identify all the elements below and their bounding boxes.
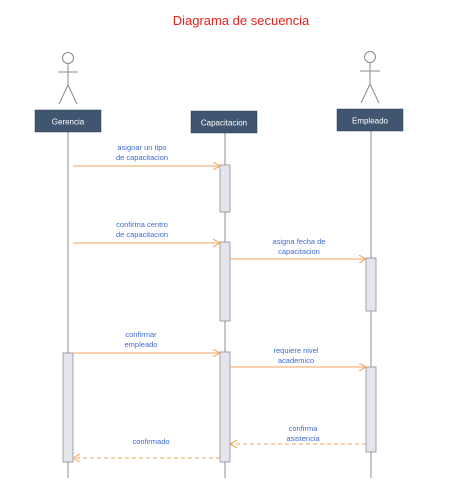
- message-label: de capacitacion: [116, 230, 168, 239]
- message-label: asigna fecha de: [273, 237, 326, 246]
- message-label: empleado: [125, 340, 158, 349]
- diagram-title: Diagrama de secuencia: [173, 13, 310, 28]
- activation-bars: [62, 164, 377, 463]
- activation-bar-capacitacion: [219, 351, 231, 463]
- message-label: confirma: [289, 424, 319, 433]
- message-label: academico: [278, 356, 314, 365]
- participant-label: Empleado: [352, 117, 389, 126]
- message-label: de capacitacion: [116, 153, 168, 162]
- message-label: asistencia: [286, 434, 320, 443]
- participant-label: Gerencia: [52, 118, 85, 127]
- message-label: requiere nivel: [273, 346, 318, 355]
- message-7: confirmado: [73, 437, 220, 458]
- participant-box: [336, 108, 404, 132]
- participant-box: [190, 110, 258, 134]
- actor-icon: [360, 51, 380, 104]
- message-label: asignar un tipo: [117, 143, 166, 152]
- message-label: confirmar: [125, 330, 157, 339]
- message-label: confirmado: [132, 437, 169, 446]
- message-label: capacitacion: [278, 247, 320, 256]
- activation-bar-empleado: [365, 366, 377, 453]
- activation-bar-gerencia: [62, 352, 74, 463]
- activation-bar-capacitacion: [219, 241, 231, 322]
- message-label: confirma centro: [116, 220, 168, 229]
- participants: Gerencia Capacitacion Empleado: [34, 51, 404, 478]
- activation-bar-capacitacion: [219, 164, 231, 213]
- actor-icon: [58, 52, 78, 105]
- activation-bar-empleado: [365, 257, 377, 312]
- participant-box: [34, 109, 102, 133]
- participant-label: Capacitacion: [201, 119, 247, 128]
